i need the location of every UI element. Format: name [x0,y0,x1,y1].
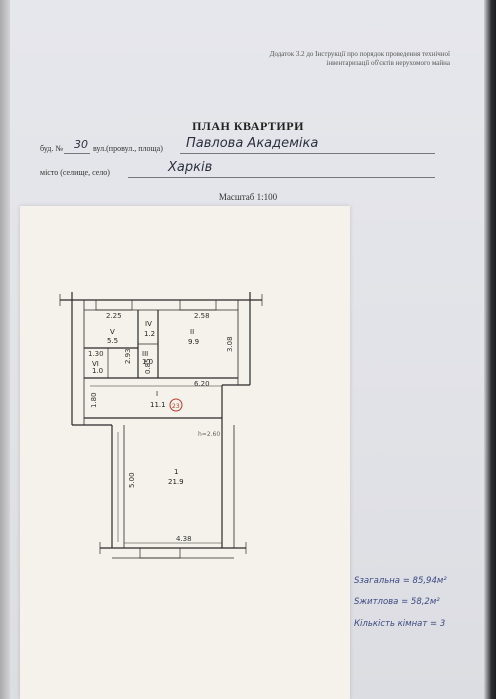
city-value: Харків [168,160,213,175]
street-line [180,153,435,154]
dim-hall-width: 6.20 [194,380,210,388]
street-label: вул.(провул., площа) [93,144,163,153]
room-iii-area: 1.0 [142,358,153,366]
dim-right-v: 3.08 [226,336,234,352]
appendix-note-line2: інвентаризації об'єктів нерухомого майна [326,59,450,67]
stamp-number: 23 [172,403,180,410]
rooms-count: Кількість кімнат = 3 [354,619,446,629]
dim-top-left: 2.25 [106,312,122,320]
total-area: Sзагальна = 85,94м² [354,576,447,586]
city-label: місто (селище, село) [40,168,110,177]
street-value: Павлова Академіка [186,136,319,151]
dim-middle-small: 0.85 [144,358,152,374]
room-ii-label: II [190,328,194,336]
building-number: 30 [74,138,88,151]
room-v-area: 5.5 [107,337,118,345]
page-left-edge [0,0,10,699]
room-vi-label: VI [92,360,99,368]
building-number-line [64,153,90,154]
page-right-edge [484,0,496,699]
dim-top-right: 2.58 [194,312,210,320]
appendix-note: Додаток 3.2 до Інструкції про порядок пр… [200,50,450,68]
room-ii-area: 9.9 [188,338,199,346]
room-iv-area: 1.2 [144,330,155,338]
document-title: ПЛАН КВАРТИРИ [192,119,304,133]
room-vi-area: 1.0 [92,367,103,375]
city-line [128,177,435,178]
appendix-note-line1: Додаток 3.2 до Інструкції про порядок пр… [269,50,450,58]
building-label: буд. № [40,144,63,153]
room-iv-label: IV [145,320,152,328]
dim-middle-v: 2.93 [124,348,132,364]
dim-hall-left: 1.80 [90,392,98,408]
scale-label: Масштаб 1:100 [218,192,278,202]
plan-paper [20,206,350,699]
room-i-area: 11.1 [150,401,166,409]
room-iii-label: III [142,350,148,358]
room-i-label: I [156,390,158,398]
stamp-circle [169,398,183,412]
room-v-label: V [110,328,115,336]
living-area: Sжитлова = 58,2м² [354,597,440,607]
room-1-label: 1 [174,468,178,476]
dim-room1-width: 4.38 [176,535,192,543]
dim-left-small: 1.30 [88,350,104,358]
corner-note: h=2.60 [198,431,220,438]
dim-room1-height: 5.00 [128,472,136,488]
room-1-area: 21.9 [168,478,184,486]
